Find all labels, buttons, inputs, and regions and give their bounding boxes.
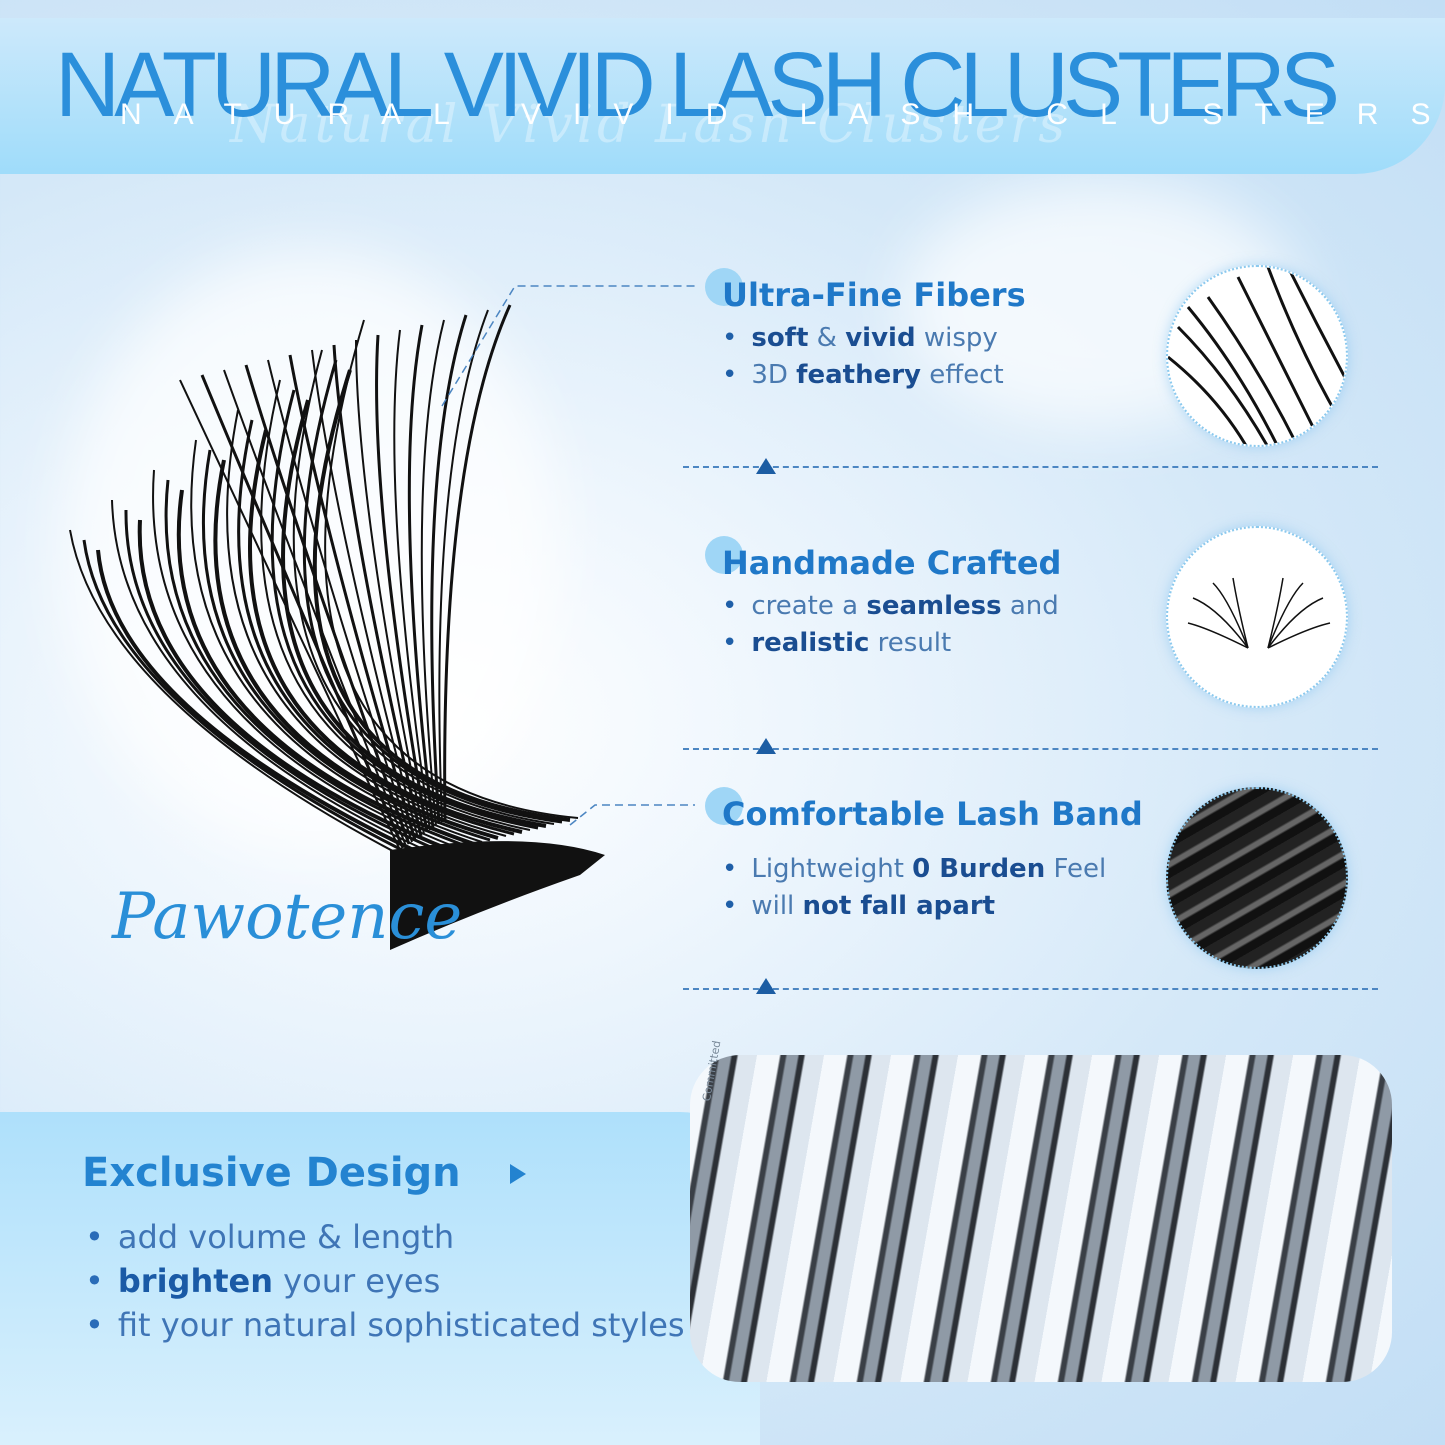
bullet-item: brighten your eyes (85, 1259, 685, 1303)
leader-lines (441, 285, 695, 826)
lash-strand (288, 354, 417, 841)
feature-heading: Ultra-Fine Fibers (722, 276, 1026, 314)
lash-strand (267, 359, 413, 843)
lash-strand (407, 324, 435, 829)
lash-tray-image (690, 1055, 1392, 1382)
lash-strand (292, 349, 555, 825)
bullet-text: & (808, 323, 846, 353)
triangle-marker-icon (756, 738, 776, 754)
bullet-dot-icon (705, 268, 743, 306)
exclusive-bullets: add volume & lengthbrighten your eyesfit… (85, 1215, 685, 1347)
lash-strand (200, 374, 405, 849)
lash-strand (96, 549, 427, 858)
play-arrow-icon (510, 1164, 526, 1184)
triangle-marker-icon (756, 978, 776, 994)
bullet-item: 3D feathery effect (722, 357, 1026, 394)
bullet-item: will not fall apart (722, 888, 1143, 925)
bullet-text: will (751, 891, 803, 921)
lash-strand (332, 344, 423, 837)
brand-signature: Pawotence (112, 880, 463, 954)
lash-strand (124, 509, 443, 854)
lash-strand (270, 389, 539, 830)
lash-strand (438, 309, 489, 823)
lash-strand (179, 379, 401, 851)
lash-strand (69, 529, 411, 861)
lash-strand (443, 304, 512, 821)
bullet-text: 0 Burden (912, 854, 1046, 884)
fiber-closeup-image (1166, 265, 1348, 447)
lash-strand (375, 334, 429, 833)
bullet-text: wispy (915, 323, 998, 353)
lash-strand (420, 319, 445, 827)
lash-strand (393, 329, 431, 831)
bullet-text: your eyes (273, 1262, 441, 1300)
bullet-text: seamless (866, 591, 1002, 621)
feature-handmade-crafted: Handmade Crafted create a seamless andre… (705, 536, 1061, 662)
feature-heading: Comfortable Lash Band (722, 795, 1143, 833)
bullet-item: fit your natural sophisticated styles (85, 1303, 685, 1347)
bullet-text: fit your natural sophisticated styles (117, 1306, 685, 1344)
bullet-text: not fall apart (802, 891, 996, 921)
bullet-item: Lightweight 0 Burden Feel (722, 851, 1143, 888)
lash-strand (248, 429, 523, 834)
bullet-text: 3D (751, 360, 797, 390)
lash-strand (311, 349, 419, 839)
bullet-text: realistic (751, 628, 870, 658)
bullet-text: effect (921, 360, 1004, 390)
lash-strand (244, 364, 411, 845)
handmade-lash-image (1166, 526, 1348, 708)
bullet-text: Feel (1045, 854, 1107, 884)
lash-strand (226, 409, 507, 837)
feature-bullets: create a seamless andrealistic result (722, 588, 1061, 662)
bullet-item: create a seamless and (722, 588, 1061, 625)
page-title: NATURAL VIVID LASH CLUSTERS (55, 34, 1340, 136)
lash-strand (137, 519, 451, 852)
lash-strand (111, 499, 435, 855)
feature-ultra-fine-fibers: Ultra-Fine Fibers soft & vivid wispy3D f… (705, 268, 1026, 394)
bullet-text: add volume & length (117, 1218, 455, 1256)
divider (683, 466, 1378, 468)
lash-strand (355, 339, 425, 835)
lash-strand (430, 314, 468, 825)
page-subtitle: NATURAL VIVID LASH CLUSTERS (120, 98, 1445, 131)
lash-cluster-image (69, 304, 605, 950)
lash-strand (82, 539, 419, 860)
lash-strand (312, 369, 571, 822)
title-banner (0, 18, 1445, 174)
bullet-dot-icon (705, 787, 743, 825)
bullet-text: Lightweight (751, 854, 913, 884)
feature-heading: Handmade Crafted (722, 544, 1062, 582)
feature-comfortable-lash-band: Comfortable Lash Band Lightweight 0 Burd… (705, 787, 1143, 925)
bullet-item: realistic result (722, 625, 1061, 662)
bullet-text: result (869, 628, 952, 658)
lash-strand (213, 459, 499, 840)
bullet-text: brighten (117, 1262, 273, 1300)
lash-strand (223, 369, 407, 847)
triangle-marker-icon (756, 458, 776, 474)
bullet-dot-icon (705, 536, 743, 574)
bullet-item: soft & vivid wispy (722, 320, 1026, 357)
bullet-text: feathery (796, 360, 922, 390)
bullet-text: create a (751, 591, 867, 621)
bullet-text: vivid (845, 323, 916, 353)
lash-strand (152, 469, 459, 849)
bullet-text: soft (751, 323, 809, 353)
bullet-item: add volume & length (85, 1215, 685, 1259)
lash-strand (176, 489, 475, 846)
exclusive-design-heading: Exclusive Design (82, 1150, 461, 1196)
divider (683, 988, 1378, 990)
lash-strand (164, 479, 467, 848)
bullet-text: and (1001, 591, 1059, 621)
feature-bullets: soft & vivid wispy3D feathery effect (722, 320, 1026, 394)
feature-bullets: Lightweight 0 Burden Feelwill not fall a… (722, 851, 1143, 925)
divider (683, 748, 1378, 750)
title-script-watermark: Natural Vivid Lash Clusters (230, 95, 1070, 155)
lash-strand (260, 379, 531, 831)
lash-band-closeup-image (1166, 787, 1348, 969)
